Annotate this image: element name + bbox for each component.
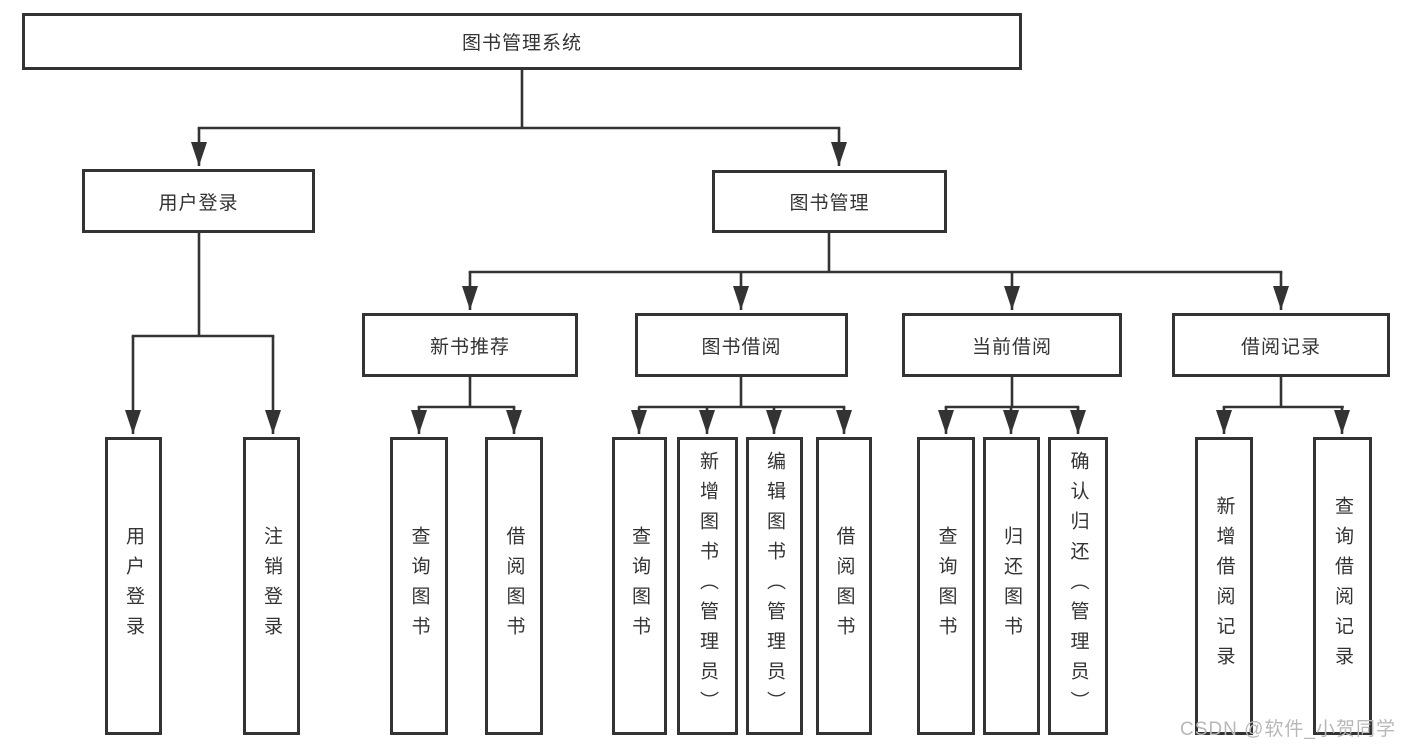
leaf-user-login: 用户登录 xyxy=(105,437,162,735)
connector-current-borrow xyxy=(938,377,1086,434)
connector-root xyxy=(191,70,847,166)
leaf-query-books-recommend: 查询图书 xyxy=(390,437,448,735)
leaf-add-borrow-record: 新增借阅记录 xyxy=(1195,437,1253,735)
node-user-login-branch: 用户登录 xyxy=(82,169,315,233)
connector-book-management xyxy=(462,233,1289,310)
leaf-confirm-return-admin: 确认归还（管理员） xyxy=(1048,437,1108,735)
leaf-edit-books-admin: 编辑图书（管理员） xyxy=(746,437,803,735)
node-new-book-recommend: 新书推荐 xyxy=(362,313,578,377)
node-current-borrow: 当前借阅 xyxy=(902,313,1122,377)
leaf-borrow-books: 借阅图书 xyxy=(816,437,872,735)
node-book-borrow: 图书借阅 xyxy=(635,313,848,377)
connector-book-borrow xyxy=(631,377,852,434)
leaf-return-books: 归还图书 xyxy=(983,437,1040,735)
connector-borrow-records xyxy=(1216,377,1350,434)
leaf-borrow-books-recommend: 借阅图书 xyxy=(485,437,543,735)
leaf-logout: 注销登录 xyxy=(243,437,300,735)
node-borrow-records: 借阅记录 xyxy=(1172,313,1390,377)
leaf-query-books-current: 查询图书 xyxy=(917,437,975,735)
connector-user-login xyxy=(125,233,281,434)
csdn-watermark: CSDN @软件_小贺同学 xyxy=(1180,719,1396,740)
connector-new-book xyxy=(411,377,522,434)
node-root-system: 图书管理系统 xyxy=(22,13,1022,70)
leaf-query-books-borrow: 查询图书 xyxy=(612,437,667,735)
node-book-management-branch: 图书管理 xyxy=(712,170,947,233)
leaf-query-borrow-record: 查询借阅记录 xyxy=(1313,437,1372,735)
leaf-add-books-admin: 新增图书（管理员） xyxy=(677,437,738,735)
